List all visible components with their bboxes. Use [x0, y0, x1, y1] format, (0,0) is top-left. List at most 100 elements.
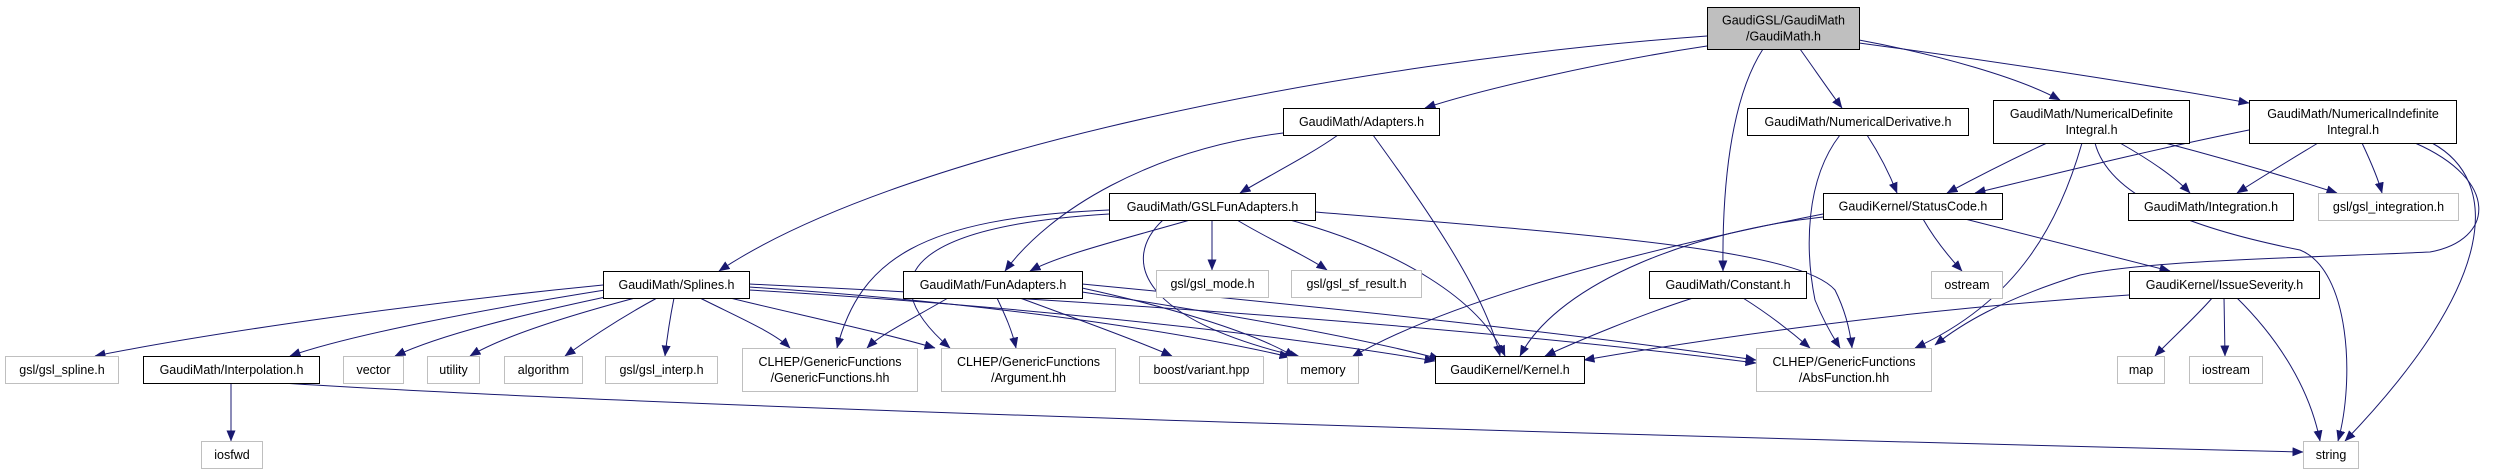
- edge-numindef-to-absfunction: [1934, 142, 2480, 346]
- node-box: [504, 356, 583, 384]
- node-box: [1291, 270, 1422, 298]
- edge-statuscode-to-ostream: [1922, 218, 1963, 272]
- node-issueseverity[interactable]: GaudiKernel/IssueSeverity.h: [2129, 271, 2320, 299]
- node-constant[interactable]: GaudiMath/Constant.h: [1649, 271, 1807, 299]
- node-label: map: [2129, 363, 2153, 377]
- node-adapters[interactable]: GaudiMath/Adapters.h: [1283, 108, 1440, 136]
- edge-adapters-to-funadapters: [1004, 132, 1284, 272]
- edge-numindef-to-gslintegration: [2361, 142, 2384, 194]
- node-label[interactable]: GaudiMath/NumericalDerivative.h: [1765, 115, 1952, 129]
- node-gslfun[interactable]: GaudiMath/GSLFunAdapters.h: [1109, 193, 1316, 221]
- node-map: map: [2117, 356, 2165, 384]
- node-label: CLHEP/GenericFunctions: [758, 355, 901, 369]
- edge-splines-to-utility: [469, 297, 636, 357]
- node-box: [1139, 356, 1264, 384]
- node-numderiv[interactable]: GaudiMath/NumericalDerivative.h: [1747, 108, 1969, 136]
- edge-gslfun-to-memory: [1142, 219, 1301, 360]
- node-label[interactable]: GaudiMath/GSLFunAdapters.h: [1127, 200, 1299, 214]
- node-box: [1707, 7, 1860, 50]
- node-label[interactable]: GaudiMath/Adapters.h: [1299, 115, 1424, 129]
- node-label[interactable]: GaudiKernel/IssueSeverity.h: [2146, 278, 2304, 292]
- edge-constant-to-kernel: [1544, 297, 1694, 357]
- nodes-layer: GaudiGSL/GaudiMath/GaudiMath.hGaudiMath/…: [5, 7, 2459, 469]
- node-box[interactable]: [1435, 356, 1585, 384]
- edge-funadapters-to-kernel: [1081, 291, 1441, 361]
- edge-splines-to-gslinterp: [661, 297, 675, 357]
- node-box: [201, 441, 263, 469]
- node-box: [1287, 356, 1359, 384]
- edge-splines-to-gslspline: [94, 284, 604, 359]
- node-label[interactable]: GaudiMath/Splines.h: [618, 278, 734, 292]
- edge-gslfun-to-genericfunctions: [835, 209, 1110, 349]
- node-gslinterp: gsl/gsl_interp.h: [605, 356, 718, 384]
- edge-funadapters-to-genericfunctions: [866, 297, 949, 349]
- node-label: string: [2316, 448, 2347, 462]
- node-box[interactable]: [1747, 108, 1969, 136]
- node-interpolation[interactable]: GaudiMath/Interpolation.h: [143, 356, 320, 384]
- node-label: /GenericFunctions.hh: [771, 371, 890, 385]
- node-box[interactable]: [2128, 193, 2294, 221]
- node-label: utility: [439, 363, 468, 377]
- node-kernel[interactable]: GaudiKernel/Kernel.h: [1435, 356, 1585, 384]
- node-gslintegration: gsl/gsl_integration.h: [2318, 193, 2459, 221]
- node-ostream: ostream: [1931, 271, 2003, 299]
- edge-numindef-to-integration: [2236, 142, 2319, 194]
- edge-funadapters-to-argument: [996, 297, 1019, 349]
- edge-funadapters-to-memory: [1081, 287, 1296, 358]
- node-funadapters[interactable]: GaudiMath/FunAdapters.h: [903, 271, 1083, 299]
- node-label[interactable]: GaudiMath/NumericalDefinite: [2010, 107, 2173, 121]
- node-box[interactable]: [1823, 193, 2003, 220]
- node-label: GaudiGSL/GaudiMath: [1722, 14, 1845, 28]
- node-label: /GaudiMath.h: [1746, 30, 1821, 44]
- node-label: gsl/gsl_integration.h: [2333, 200, 2444, 214]
- edge-adapters-to-gslfun: [1239, 134, 1339, 194]
- node-label[interactable]: GaudiKernel/Kernel.h: [1450, 363, 1570, 377]
- node-box[interactable]: [1283, 108, 1440, 136]
- edge-numindef-to-statuscode: [1974, 129, 2250, 195]
- node-label: gsl/gsl_mode.h: [1170, 277, 1254, 291]
- edge-issueseverity-to-map: [2154, 296, 2214, 357]
- node-statuscode[interactable]: GaudiKernel/StatusCode.h: [1823, 193, 2003, 220]
- edges-layer: [94, 35, 2480, 457]
- edge-gslfun-to-absfunction: [1314, 211, 1856, 349]
- node-label[interactable]: GaudiMath/Constant.h: [1665, 278, 1790, 292]
- node-box: [1931, 271, 2003, 299]
- node-box[interactable]: [903, 271, 1083, 299]
- node-label[interactable]: GaudiMath/Interpolation.h: [160, 363, 304, 377]
- node-label: vector: [356, 363, 390, 377]
- node-label: iosfwd: [214, 448, 249, 462]
- node-label[interactable]: GaudiMath/NumericalIndefinite: [2267, 107, 2439, 121]
- node-box[interactable]: [603, 271, 750, 299]
- edge-root-to-numdef: [1858, 39, 2061, 101]
- node-box[interactable]: [1649, 271, 1807, 299]
- node-label[interactable]: GaudiKernel/StatusCode.h: [1839, 200, 1988, 214]
- edge-adapters-to-kernel: [1372, 134, 1503, 357]
- node-integration[interactable]: GaudiMath/Integration.h: [2128, 193, 2294, 221]
- edge-constant-to-absfunction: [1742, 297, 1811, 349]
- node-splines[interactable]: GaudiMath/Splines.h: [603, 271, 750, 299]
- node-argument: CLHEP/GenericFunctions/Argument.hh: [941, 348, 1116, 392]
- node-label: gsl/gsl_sf_result.h: [1306, 277, 1406, 291]
- node-utility: utility: [427, 356, 480, 384]
- node-box[interactable]: [1109, 193, 1316, 221]
- node-box[interactable]: [143, 356, 320, 384]
- edge-issueseverity-to-iostream: [2220, 296, 2230, 357]
- node-iostream: iostream: [2189, 356, 2263, 384]
- node-label[interactable]: GaudiMath/FunAdapters.h: [920, 278, 1067, 292]
- edge-splines-to-argument: [729, 297, 936, 350]
- node-box: [2117, 356, 2165, 384]
- node-label[interactable]: Integral.h: [2327, 123, 2379, 137]
- node-algorithm: algorithm: [504, 356, 583, 384]
- node-label[interactable]: GaudiMath/Integration.h: [2144, 200, 2278, 214]
- node-box: [427, 356, 480, 384]
- node-boostvariant: boost/variant.hpp: [1139, 356, 1264, 384]
- node-box[interactable]: [1993, 100, 2190, 144]
- node-label: memory: [1300, 363, 1346, 377]
- node-box[interactable]: [2249, 100, 2457, 144]
- node-box[interactable]: [2129, 271, 2320, 299]
- edge-splines-to-algorithm: [564, 297, 658, 357]
- node-label[interactable]: Integral.h: [2065, 123, 2117, 137]
